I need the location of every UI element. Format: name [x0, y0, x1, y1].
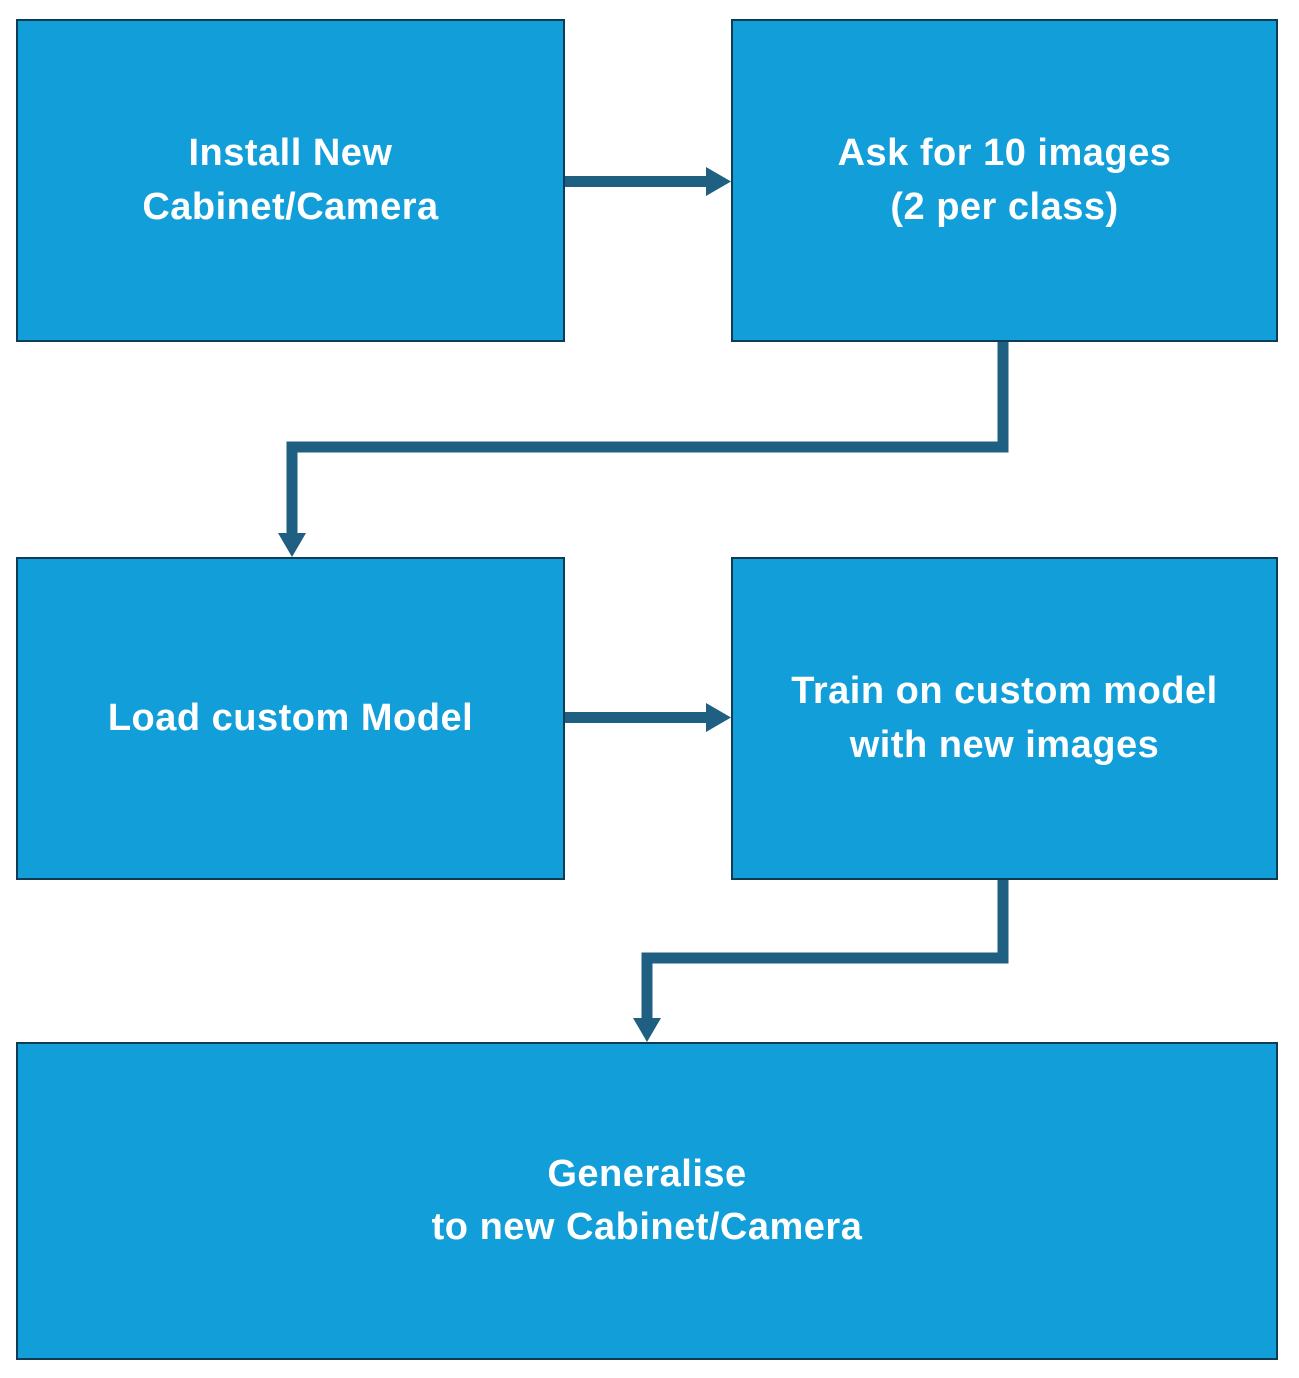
- arrowhead-down-icon: [633, 1018, 661, 1042]
- arrowhead-down-icon: [278, 533, 306, 557]
- flow-node-label: Install New Cabinet/Camera: [142, 132, 439, 228]
- flow-node-label: Generalise to new Cabinet/Camera: [431, 1152, 863, 1248]
- flow-node-label: Train on custom model with new images: [791, 670, 1218, 766]
- flow-node-train-on-custom-model: Train on custom model with new images: [731, 557, 1278, 880]
- arrow-shaft: [286, 342, 1009, 535]
- flow-node-generalise: Generalise to new Cabinet/Camera: [16, 1042, 1278, 1360]
- arrowhead-right-icon: [706, 167, 731, 196]
- flow-node-label: Ask for 10 images (2 per class): [837, 132, 1172, 228]
- arrow-install-to-ask: [565, 167, 731, 196]
- flow-node-ask-for-10-images: Ask for 10 images (2 per class): [731, 19, 1278, 342]
- arrow-ask-to-load: [278, 342, 1009, 557]
- arrow-train-to-generalise: [633, 880, 1009, 1042]
- flow-node-label: Load custom Model: [107, 696, 474, 739]
- arrowhead-right-icon: [706, 703, 731, 732]
- flow-node-load-custom-model: Load custom Model: [16, 557, 565, 880]
- arrow-load-to-train: [565, 703, 731, 732]
- arrow-shaft: [641, 880, 1009, 1020]
- flow-node-install-new-cabinet-camera: Install New Cabinet/Camera: [16, 19, 565, 342]
